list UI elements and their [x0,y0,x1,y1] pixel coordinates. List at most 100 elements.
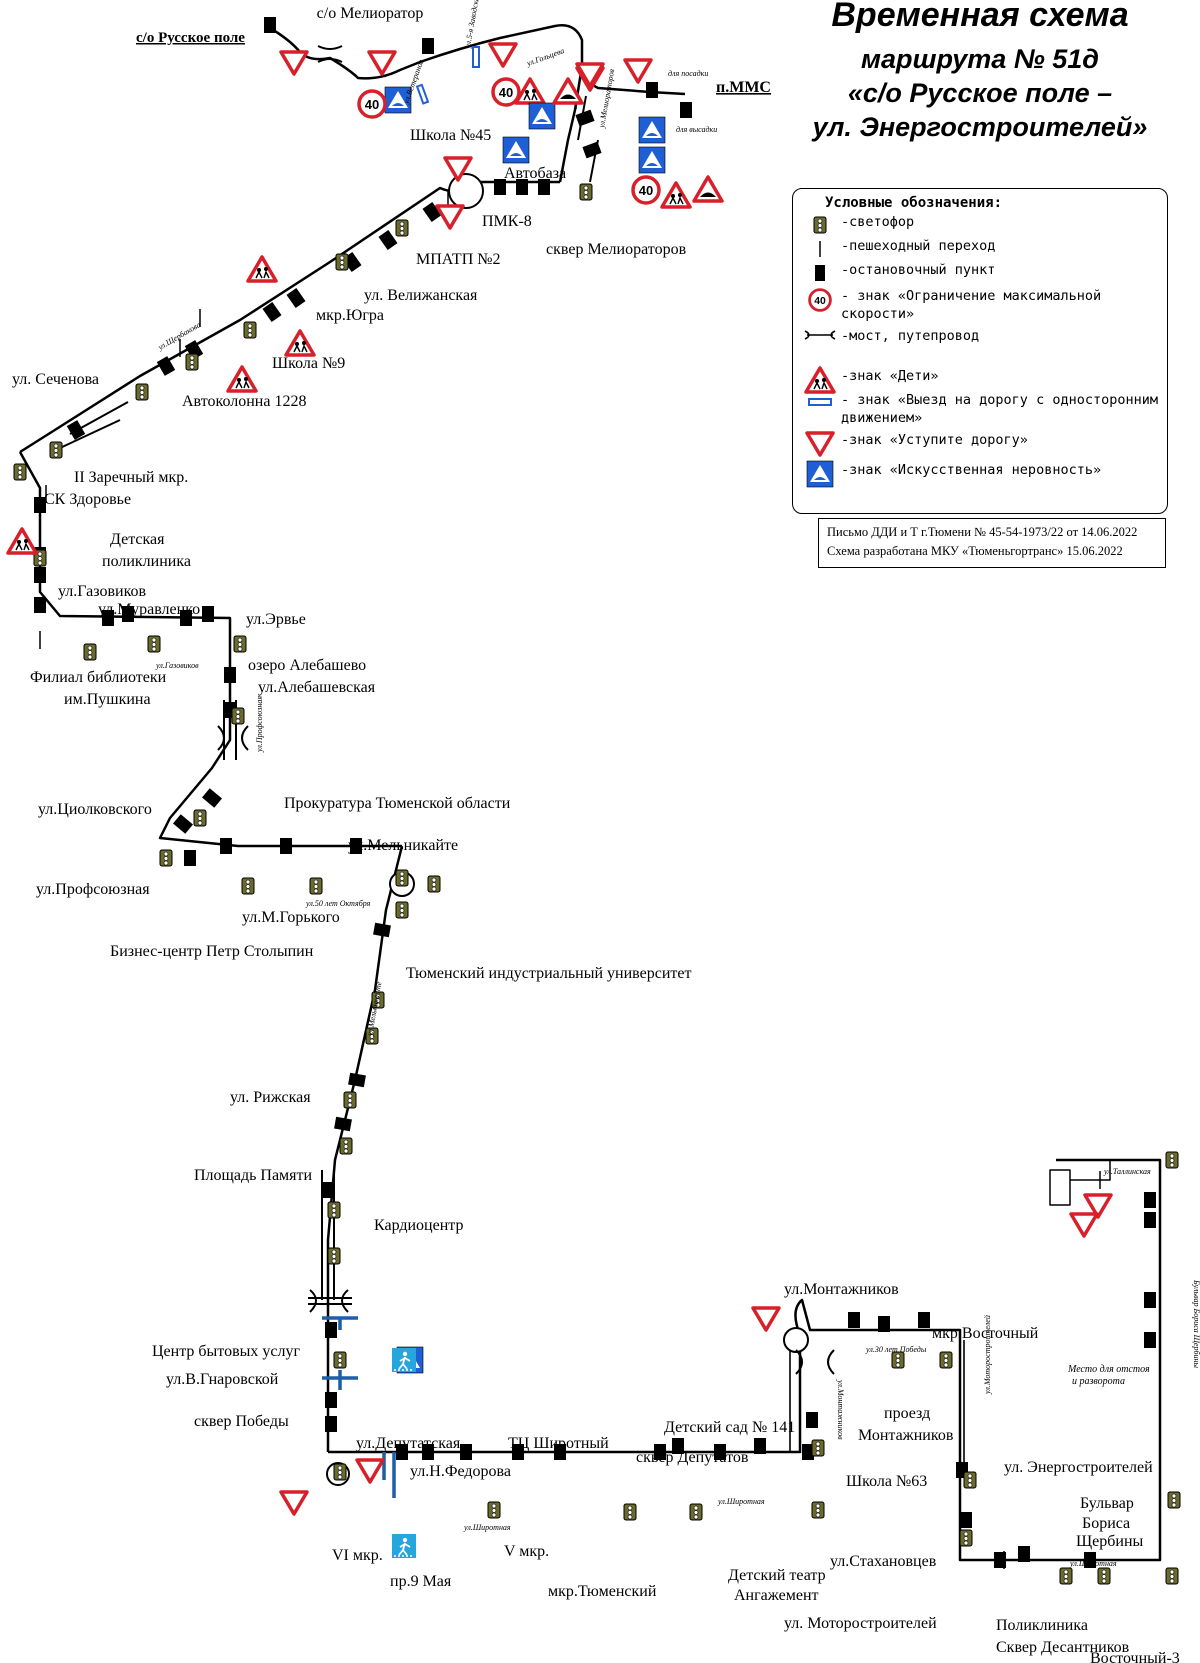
traffic-light-icon [339,1137,353,1155]
speed-limit-icon [357,89,387,119]
speed-limit-icon [491,77,521,107]
bus-stop-icon [554,1444,566,1460]
stop-label: ул.Газовиков [58,583,147,600]
title-line-4: ул. Энергостроителей» [812,112,1148,142]
bus-stop-icon [654,1444,666,1460]
traffic-light-icon [1165,1151,1179,1169]
street-label: ул.30 лет Победы [865,1345,927,1354]
children-sign-icon [660,181,692,209]
bus-stop-icon [348,1072,366,1088]
bus-stop-icon [280,838,292,854]
bus-stop-icon [1144,1192,1156,1208]
stop-label: п.ММС [716,79,771,96]
bus-stop-icon [1144,1292,1156,1308]
bridge-icon [804,330,836,340]
traffic-light-icon [579,183,593,201]
stop-label: ул.Профсоюзная [36,881,150,898]
stop-label: ул. Рижская [230,1089,311,1106]
stop-label: Бизнес-центр Петр Столыпин [110,943,314,960]
stop-label: ул. Велижанская [364,287,478,304]
legend-item: -знак «Искусственная неровность» [793,459,1167,493]
stop-label: Центр бытовых услуг [152,1343,300,1360]
bus-stop-icon [184,340,204,360]
route-line [18,24,1162,1562]
stop-label: V мкр. [504,1543,549,1560]
bus-stop-icon [264,17,276,33]
bus-stop-icon [960,1512,972,1528]
stop-label: ул. Моторостроителей [784,1615,937,1632]
traffic-light-icon [1165,1567,1179,1585]
letter-reference: Письмо ДДИ и Т г.Тюмени № 45-54-1973/22 … [818,518,1166,568]
stop-label: ул.Депутатская [356,1435,461,1452]
pedestrian-crossing-icon [391,1347,417,1373]
traffic-light-icon [241,877,255,895]
stop-label: Кардиоцентр [374,1217,463,1234]
bridge-icon [217,725,249,751]
yield-sign-icon [751,1306,781,1332]
yield-sign-icon [805,431,835,457]
bus-stop-icon [66,420,86,440]
legend-heading: Условные обозначения: [825,195,1003,211]
bus-stop-icon [994,1552,1006,1568]
speed-limit-icon: 40 [808,288,832,312]
traffic-light-icon [231,707,245,725]
bus-stop-icon [1144,1332,1156,1348]
street-label: и разворота [1072,1376,1125,1387]
stop-label: мкр.Югра [316,307,384,324]
children-sign-icon [284,329,316,357]
traffic-light-icon [333,1463,347,1481]
stop-label: сквер Мелиораторов [546,241,687,258]
stop-label: ул.М.Горького [242,909,340,926]
stop-label: VI мкр. [332,1547,383,1564]
yield-sign-icon [355,1458,385,1484]
legend-item-label: - знак «Ограничение максимальной скорост… [841,288,1102,322]
traffic-light-icon [1097,1567,1111,1585]
traffic-light-icon [963,1471,977,1489]
letter-line-2: Схема разработана МКУ «Тюменьгортранс» 1… [827,544,1123,558]
traffic-light-icon [233,635,247,653]
stop-label: Сквер Десантников [996,1639,1130,1656]
divided-road [577,95,599,183]
traffic-light-icon [49,441,63,459]
stop-label: мкр.Тюменский [548,1583,657,1600]
street-label: Место для отстоя [1067,1364,1150,1375]
bus-stop-icon [582,141,602,159]
traffic-light-icon [327,1247,341,1265]
street-label: ул.Гольцева [525,46,566,68]
stop-label: Детский театр [728,1567,826,1584]
stop-label: Школа №45 [410,127,491,144]
bus-stop-icon [34,567,46,583]
traffic-light-icon [395,869,409,887]
yield-sign-icon [488,42,518,68]
traffic-light-icon [891,1351,905,1369]
traffic-light-icon [487,1501,501,1519]
bus-stop-icon [918,1312,930,1328]
speed-bump-sign-icon [528,102,556,130]
speed-bump-sign-icon [806,460,834,488]
stop-label: Поликлиника [996,1617,1088,1634]
traffic-light-icon [939,1351,953,1369]
stop-label: Школа №9 [272,355,345,372]
bus-stop-icon [672,1438,684,1454]
traffic-light-icon [243,321,257,339]
stop-label: Восточный-3 [1090,1650,1180,1663]
stop-label: ул.Н.Федорова [410,1463,511,1480]
legend-item-label: -светофор [841,214,915,230]
legend-item-label: - знак «Выезд на дорогу с односторонним … [841,392,1158,426]
yield-sign-icon [1069,1212,1099,1238]
stop-label: ул.Монтажников [784,1281,899,1298]
stop-label: Монтажников [858,1427,954,1444]
bus-stop-icon [815,265,825,281]
street-label: для высадки [676,125,717,134]
street-label: ул.Мелиораторов [597,68,616,130]
stop-label: пр.9 Мая [390,1573,452,1590]
stop-label: им.Пушкина [64,691,151,708]
street-label: ул.5-я Заводская [463,0,482,49]
bus-stop-icon [494,179,506,195]
yield-sign-icon [367,50,397,76]
stop-label: ТЦ Широтный [508,1435,609,1452]
traffic-light-icon [327,1201,341,1219]
speed-bump-sign-icon [502,136,530,164]
stop-label: Ангажемент [734,1587,819,1604]
stop-label: сквер Победы [194,1413,289,1430]
